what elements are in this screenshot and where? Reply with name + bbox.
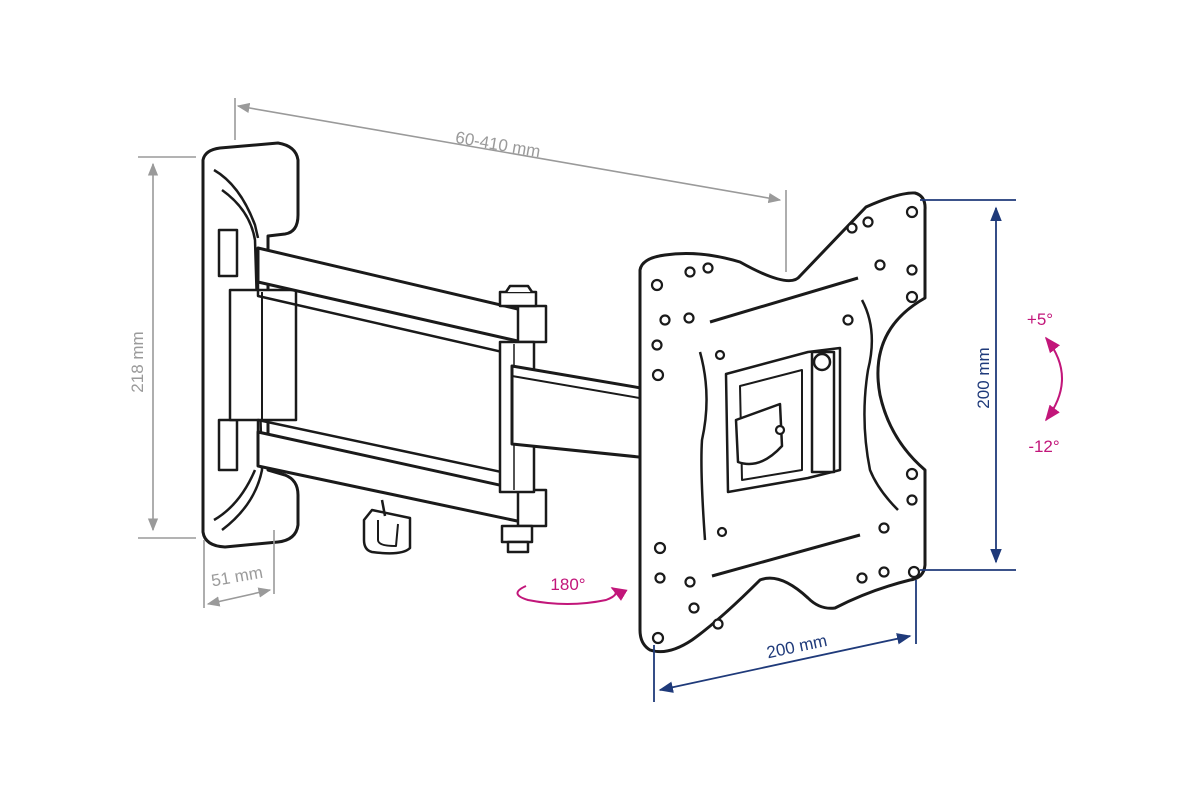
tilt-up-label: +5° [1027, 310, 1053, 329]
lower-arm [256, 418, 548, 554]
vesa-height-label: 200 mm [974, 347, 993, 408]
tilt-down-label: -12° [1028, 437, 1059, 456]
vesa-height-dimension: 200 mm [920, 199, 1016, 571]
wall-plate-height-label: 218 mm [128, 331, 147, 392]
wall-plate-height-dimension: 218 mm [128, 156, 196, 539]
arm-length-dimension: 60-410 mm [234, 98, 787, 272]
swivel-angle-label: 180° [550, 575, 585, 594]
arm-length-label: 60-410 mm [454, 128, 542, 161]
vesa-width-label: 200 mm [765, 631, 829, 662]
upper-arm [256, 246, 548, 358]
wall-plate-depth-label: 51 mm [210, 563, 264, 591]
vesa-plate [638, 191, 927, 654]
cable-hook [362, 499, 412, 555]
wall-plate [201, 141, 300, 549]
tilt-indicator: +5° -12° [1027, 310, 1063, 456]
swivel-indicator: 180° [516, 575, 628, 605]
